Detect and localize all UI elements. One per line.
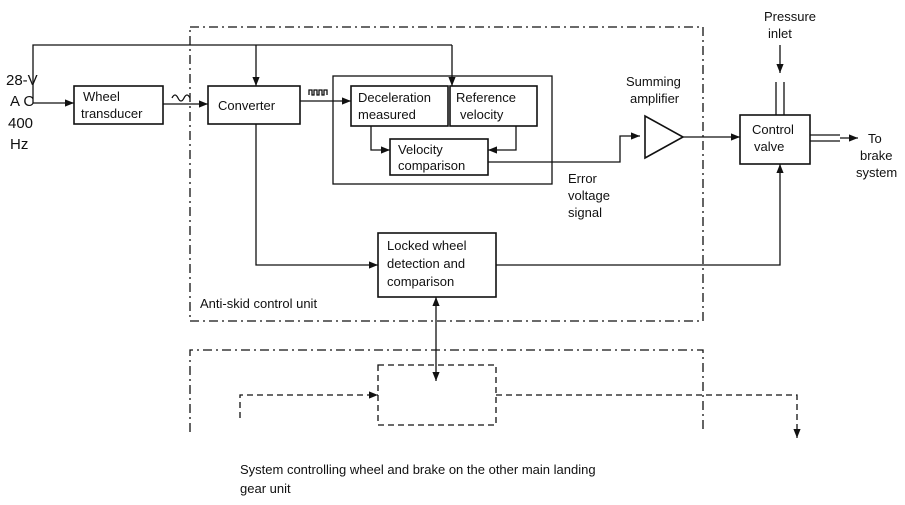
pressure-inlet-label: Pressure inlet <box>764 9 816 41</box>
other-system-input-line <box>239 391 378 418</box>
svg-text:400: 400 <box>8 115 33 132</box>
error-voltage-signal-label: Error voltage signal <box>568 171 610 220</box>
other-system-boundary <box>189 349 704 432</box>
deceleration-measured-block <box>350 85 449 127</box>
input-supply-line <box>32 44 452 103</box>
control-unit-label: Anti-skid control unit <box>200 296 317 311</box>
reference-to-comparison <box>488 126 517 154</box>
locked-wheel-to-control-valve <box>496 164 784 266</box>
error-signal-line <box>488 132 640 163</box>
locked-wheel-block <box>377 232 497 298</box>
control-valve-label-1: Control <box>752 122 794 137</box>
summing-amplifier-label-1: Summing <box>626 74 681 89</box>
wheel-transducer-label-1: Wheel <box>83 89 120 104</box>
pulse-train-icon <box>308 89 328 96</box>
svg-text:To: To <box>868 131 882 146</box>
deceleration-to-comparison <box>370 126 390 154</box>
pressure-pipe <box>775 82 785 115</box>
converter-to-locked-wheel <box>255 124 378 269</box>
sine-wave-icon <box>171 94 191 102</box>
velocity-comparison-label-2: comparison <box>398 158 465 173</box>
velocity-comparison-label-1: Velocity <box>398 142 443 157</box>
converter-block <box>207 85 301 125</box>
svg-text:signal: signal <box>568 205 602 220</box>
reference-velocity-label-1: Reference <box>456 90 516 105</box>
svg-text:inlet: inlet <box>768 26 792 41</box>
svg-text:system: system <box>856 165 897 180</box>
reference-velocity-block <box>449 85 538 127</box>
deceleration-label-1: Deceleration <box>358 90 431 105</box>
caption-line-2: gear unit <box>240 481 291 496</box>
locked-wheel-label-1: Locked wheel <box>387 238 467 253</box>
other-system-output-line <box>496 394 801 438</box>
caption-line-1: System controlling wheel and brake on th… <box>240 462 596 477</box>
converter-label: Converter <box>218 98 276 113</box>
control-valve-block <box>739 114 811 165</box>
svg-text:voltage: voltage <box>568 188 610 203</box>
other-system-block <box>377 364 497 426</box>
svg-text:Error: Error <box>568 171 598 186</box>
power-input-label: 28-V A C 400 Hz <box>6 72 38 153</box>
velocity-comparison-group <box>332 75 553 185</box>
control-valve-label-2: valve <box>754 139 784 154</box>
wheel-transducer-label-2: transducer <box>81 106 143 121</box>
locked-wheel-label-3: comparison <box>387 274 454 289</box>
summing-amplifier-label-2: amplifier <box>630 91 680 106</box>
wheel-transducer-block <box>73 85 164 125</box>
svg-text:Hz: Hz <box>10 136 28 153</box>
to-brake-system-label: To brake system <box>856 131 897 180</box>
svg-text:28-V: 28-V <box>6 72 38 89</box>
svg-text:brake: brake <box>860 148 893 163</box>
reference-velocity-label-2: velocity <box>460 107 504 122</box>
summing-amplifier-triangle <box>644 114 685 160</box>
velocity-comparison-block <box>389 138 489 176</box>
svg-text:A C: A C <box>10 93 34 110</box>
svg-text:Pressure: Pressure <box>764 9 816 24</box>
anti-skid-control-unit-boundary <box>189 26 704 322</box>
deceleration-label-2: measured <box>358 107 416 122</box>
locked-wheel-label-2: detection and <box>387 256 465 271</box>
brake-pipe <box>810 134 840 142</box>
